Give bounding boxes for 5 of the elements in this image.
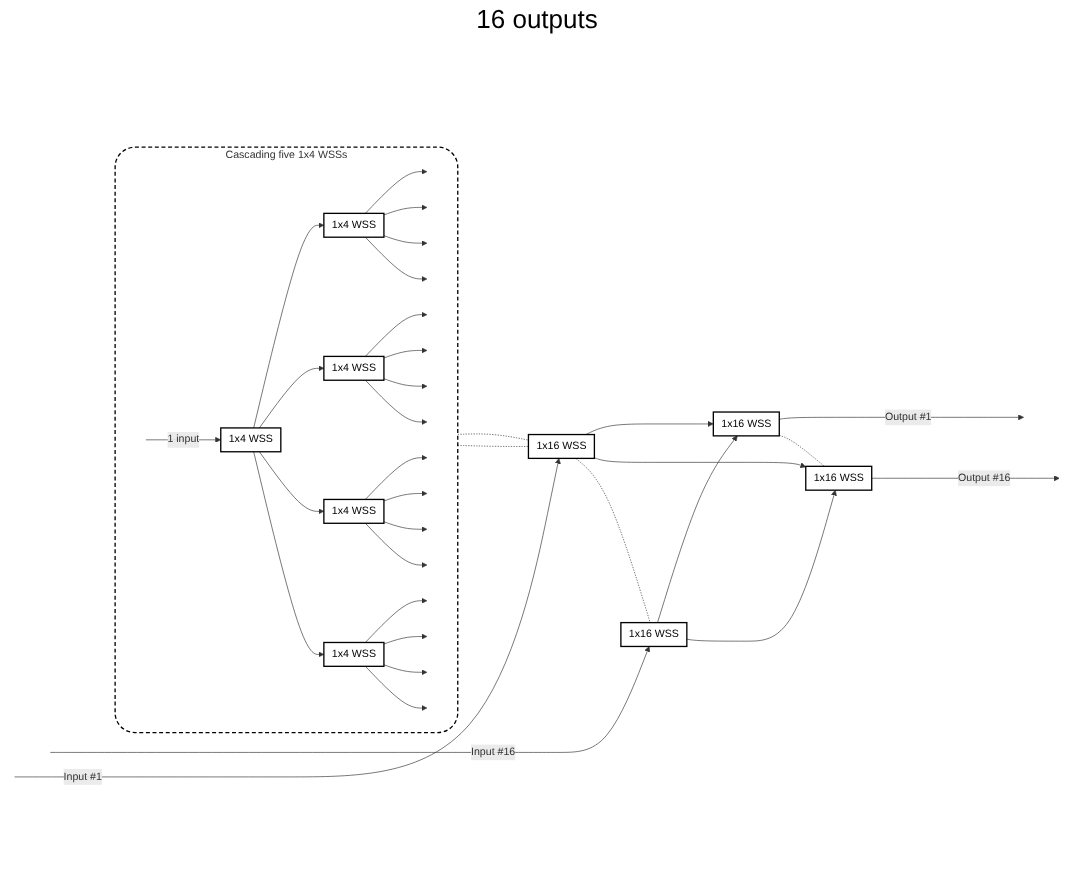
dashed-line (575, 458, 651, 623)
dashed-line (457, 433, 529, 441)
label-text: 16 outputs (476, 4, 598, 34)
dashed-line (778, 434, 825, 467)
connector (457, 445, 529, 447)
